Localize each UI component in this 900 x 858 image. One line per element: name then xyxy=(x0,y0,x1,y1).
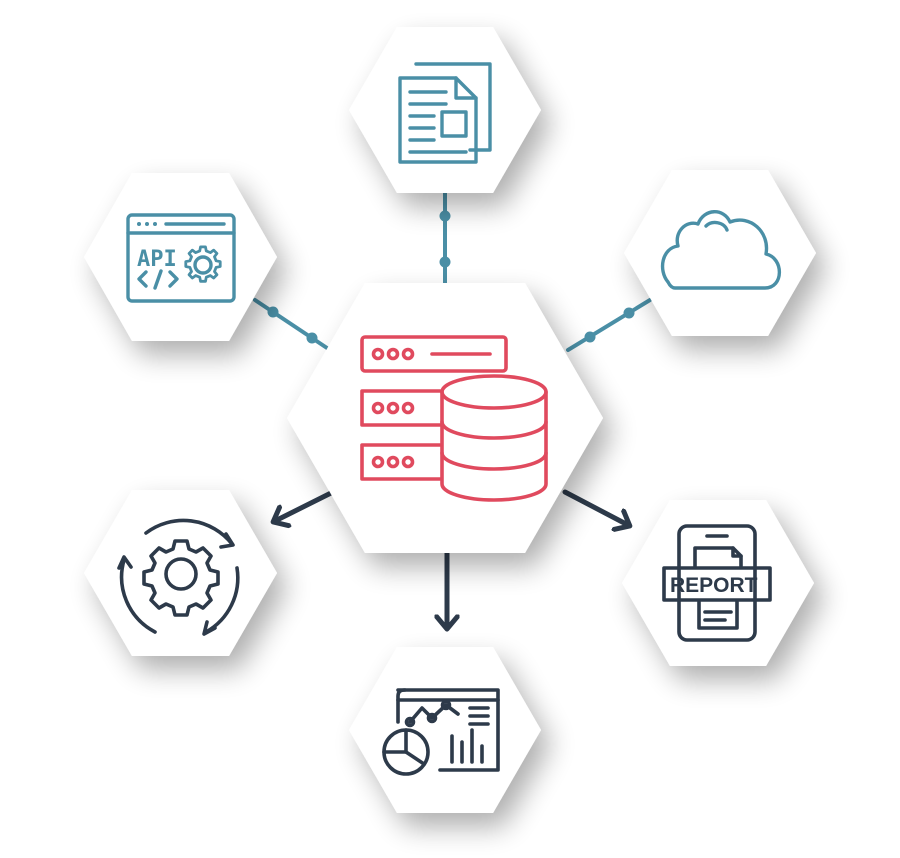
hexagon xyxy=(84,490,277,656)
report-node: REPORT xyxy=(622,500,814,666)
cloud-connector xyxy=(566,298,652,352)
api-label: API xyxy=(137,247,177,272)
gear-cycle-icon xyxy=(117,518,240,636)
hexagon xyxy=(349,27,541,193)
connector-node xyxy=(439,256,451,268)
analytics-dashboard-icon xyxy=(382,688,500,776)
hexagon xyxy=(622,500,814,666)
central-hexagon xyxy=(287,283,603,553)
connector-node xyxy=(306,332,318,344)
document-node xyxy=(349,27,541,193)
report-arrow xyxy=(562,489,628,525)
api-settings-icon: API xyxy=(126,213,236,303)
connector-node xyxy=(623,307,635,319)
report-icon: REPORT xyxy=(662,524,772,642)
automation-arrow xyxy=(275,489,336,521)
center-node xyxy=(287,283,603,553)
report-label: REPORT xyxy=(670,574,758,597)
api-node: API xyxy=(84,173,277,341)
hexagon xyxy=(624,170,816,336)
automation-node xyxy=(84,490,277,656)
output-connectors xyxy=(275,489,628,627)
input-connectors xyxy=(253,190,652,352)
connector-node xyxy=(584,331,596,343)
analytics-node xyxy=(349,647,541,813)
api-connector xyxy=(253,298,332,352)
connector-node xyxy=(267,306,279,318)
server-database-icon xyxy=(360,335,548,502)
cloud-node xyxy=(624,170,816,336)
connector-node xyxy=(439,210,451,222)
hexagon xyxy=(349,647,541,813)
documents-icon xyxy=(398,62,492,164)
hexagon xyxy=(84,173,277,341)
cloud-icon xyxy=(660,210,781,290)
